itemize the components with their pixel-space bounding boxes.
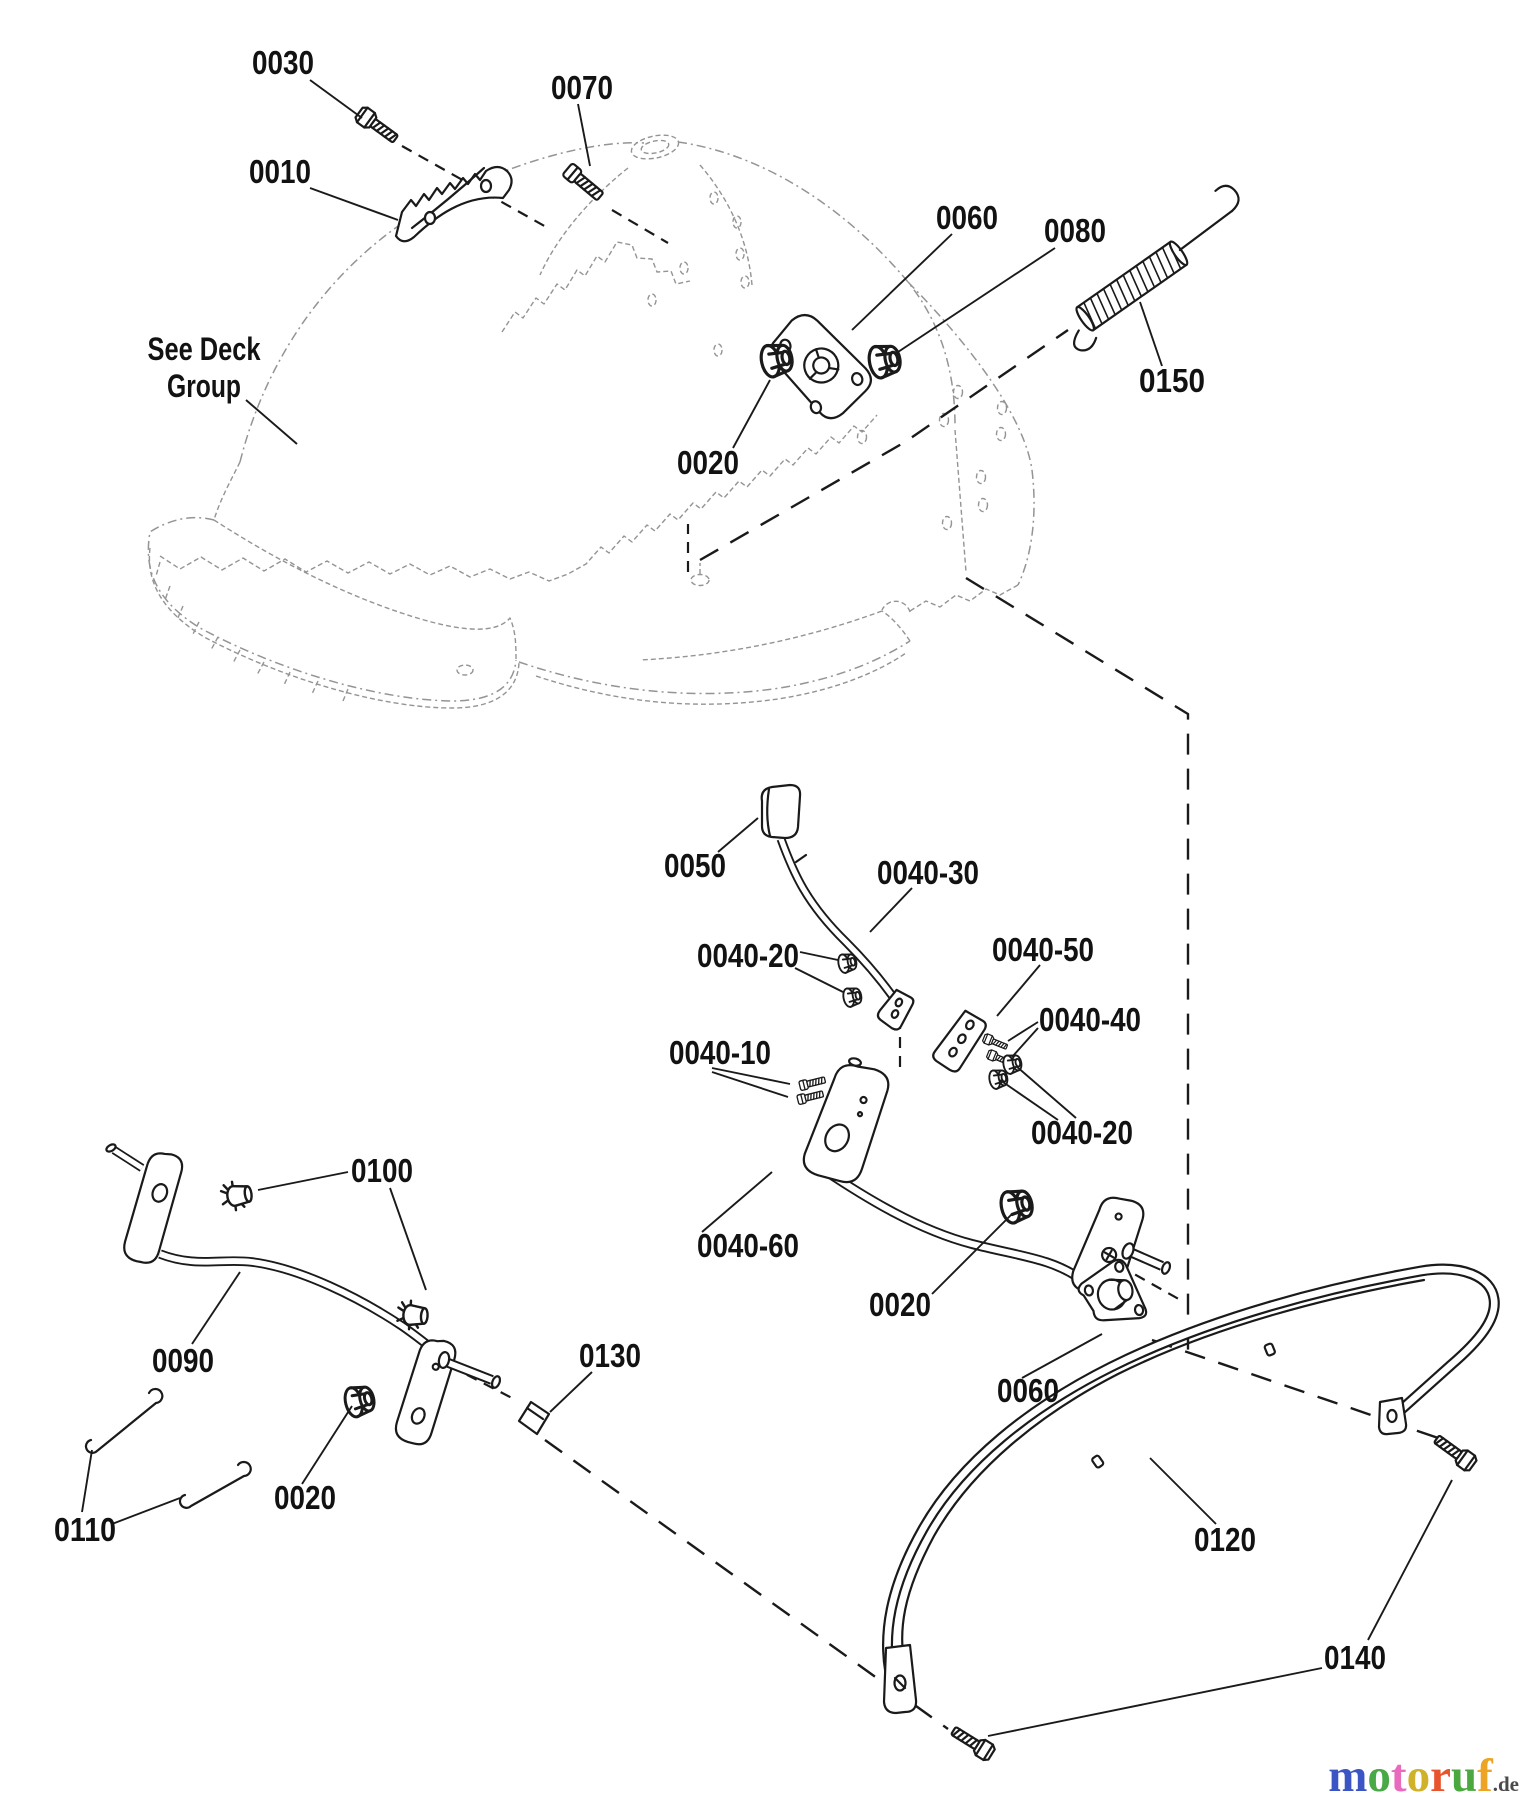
- part-label-0040-60: 0040-60: [697, 1227, 799, 1264]
- alignment-dashed-lines: [401, 145, 1445, 1730]
- logo-letter: o: [1367, 1750, 1391, 1800]
- part-label-0020-rear: 0020: [869, 1286, 931, 1323]
- part-label-0080: 0080: [1044, 212, 1106, 249]
- part-label-0150: 0150: [1139, 362, 1205, 399]
- part-0040-30-lever: [776, 837, 915, 1031]
- part-0040-50-plate: [932, 1009, 987, 1073]
- logo-letter: f: [1477, 1750, 1493, 1800]
- part-0020-flange-nut-rear: [996, 1185, 1037, 1227]
- part-label-0010: 0010: [249, 153, 311, 190]
- logo-suffix: .de: [1492, 1772, 1519, 1796]
- part-label-0090: 0090: [152, 1342, 214, 1379]
- part-0130-clip: [517, 1400, 551, 1436]
- part-0030-hex-bolt: [352, 104, 402, 148]
- logo-letter: u: [1450, 1750, 1478, 1800]
- part-0150-extension-spring: [1072, 184, 1240, 352]
- part-label-0100: 0100: [351, 1152, 413, 1189]
- part-label-0040-10: 0040-10: [669, 1034, 771, 1071]
- part-label-0030: 0030: [252, 44, 314, 81]
- part-0040-60-pivot-shaft-assembly: [802, 1057, 1172, 1298]
- part-label-0050: 0050: [664, 847, 726, 884]
- part-label-0020-deck: 0020: [677, 444, 739, 481]
- part-label-0110: 0110: [54, 1511, 116, 1548]
- see-deck-group-note-line2: Group: [167, 368, 241, 404]
- part-0040-10-screws: [796, 1074, 827, 1106]
- part-0080-flange-nut: [864, 340, 905, 382]
- part-label-0070: 0070: [551, 69, 613, 106]
- part-0100-push-nuts: [218, 1178, 430, 1332]
- part-label-0120: 0120: [1194, 1521, 1256, 1558]
- leader-lines: [81, 79, 1453, 1737]
- part-label-0040-20-lower: 0040-20: [1031, 1114, 1133, 1151]
- part-0090-shaft-assembly: [105, 1143, 502, 1446]
- logo-letter: t: [1390, 1750, 1407, 1800]
- part-0070-screw: [561, 161, 607, 204]
- part-0050-knob: [760, 783, 802, 840]
- part-label-0060-lower: 0060: [997, 1372, 1059, 1409]
- part-0060-bearing-bracket-lower: [1077, 1258, 1148, 1322]
- logo-letter: o: [1406, 1750, 1431, 1800]
- part-label-0020-left: 0020: [274, 1479, 336, 1516]
- deck-outline-phantom: [147, 134, 1035, 709]
- part-labels: 0030 0070 0010 0060 0080 0150 See Deck G…: [54, 44, 1386, 1676]
- part-label-0040-50: 0040-50: [992, 931, 1094, 968]
- part-0110-wire-springs: [84, 1387, 252, 1509]
- motoruf-logo[interactable]: motoruf.de: [1328, 1753, 1519, 1800]
- part-label-0060-upper: 0060: [936, 199, 998, 236]
- part-label-0130: 0130: [579, 1337, 641, 1374]
- part-label-0040-40: 0040-40: [1039, 1001, 1141, 1038]
- part-label-0040-30: 0040-30: [877, 854, 979, 891]
- part-0120-handlebar: [882, 1263, 1500, 1715]
- part-0010-serrated-sector-plate: [394, 165, 513, 243]
- part-0140-bolts: [947, 1430, 1480, 1764]
- logo-letter: r: [1430, 1750, 1451, 1800]
- cable: [901, 1278, 1426, 1680]
- part-label-0040-20-upper: 0040-20: [697, 937, 799, 974]
- see-deck-group-note-line1: See Deck: [148, 331, 261, 367]
- part-label-0140: 0140: [1324, 1639, 1386, 1676]
- logo-letter: m: [1328, 1750, 1368, 1800]
